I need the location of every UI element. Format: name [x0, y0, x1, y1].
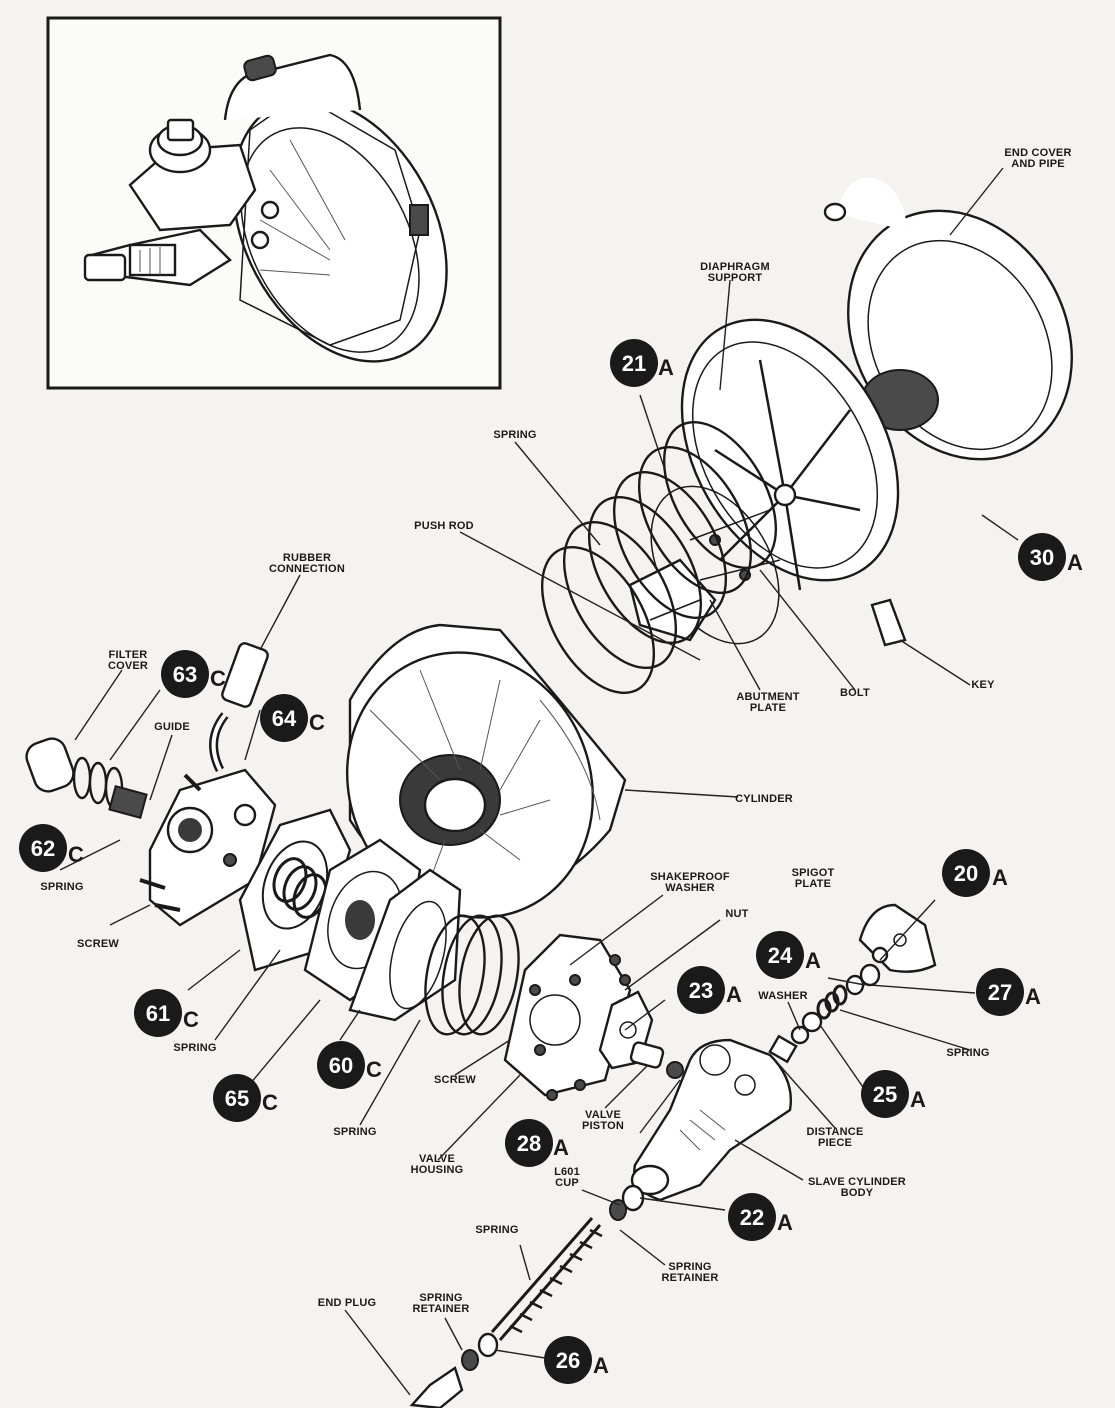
svg-text:27: 27: [988, 980, 1012, 1005]
slave-cylinder-body-part: [630, 1038, 792, 1202]
badge-61: 61 C: [134, 989, 199, 1037]
label-push-rod: PUSH ROD: [414, 520, 474, 532]
leader-lines: [59, 167, 1019, 1396]
badge-24: 24 A: [756, 931, 821, 979]
main-spring-part: [540, 420, 778, 695]
rubber-connection-part: [209, 642, 269, 773]
svg-text:A: A: [992, 865, 1008, 890]
svg-text:C: C: [68, 842, 84, 867]
svg-text:C: C: [210, 666, 226, 691]
label-spring-left: SPRING: [40, 881, 83, 893]
diaphragm-60-part: [348, 868, 462, 1022]
svg-text:A: A: [805, 948, 821, 973]
label-bolt: BOLT: [840, 687, 870, 699]
svg-text:C: C: [309, 710, 325, 735]
svg-text:63: 63: [173, 662, 197, 687]
svg-text:62: 62: [31, 836, 55, 861]
svg-text:30: 30: [1030, 545, 1054, 570]
svg-text:C: C: [262, 1090, 278, 1115]
badge-60: 60 C: [317, 1041, 382, 1089]
svg-text:A: A: [910, 1087, 926, 1112]
svg-text:28: 28: [517, 1131, 541, 1156]
valve-body-part: [139, 768, 277, 927]
badge-23: 23 A: [677, 966, 742, 1014]
label-screw-left: SCREW: [77, 938, 119, 950]
svg-text:23: 23: [689, 978, 713, 1003]
label-spring-top: SPRING: [493, 429, 536, 441]
badge-27: 27 A: [976, 968, 1041, 1016]
diaphragm-support-part: [680, 318, 907, 647]
badge-25: 25 A: [861, 1070, 926, 1118]
svg-text:A: A: [593, 1353, 609, 1378]
svg-text:25: 25: [873, 1082, 897, 1107]
inset-assembled-view: [46, 16, 502, 390]
svg-text:21: 21: [622, 351, 646, 376]
svg-text:A: A: [658, 355, 674, 380]
label-cylinder: CYLINDER: [735, 793, 793, 805]
svg-text:26: 26: [556, 1348, 580, 1373]
filter-cover-part: [25, 737, 148, 819]
badge-20: 20 A: [942, 849, 1008, 897]
svg-text:60: 60: [329, 1053, 353, 1078]
small-seals-part: [768, 963, 881, 1064]
badge-22: 22 A: [728, 1193, 793, 1241]
label-spring-61: SPRING: [173, 1042, 216, 1054]
svg-text:65: 65: [225, 1086, 249, 1111]
svg-text:C: C: [183, 1007, 199, 1032]
svg-text:A: A: [1025, 984, 1041, 1009]
mid-spring-part: [424, 914, 520, 1036]
valve-piston-part: [629, 1041, 684, 1079]
label-washer: WASHER: [758, 990, 807, 1002]
svg-text:22: 22: [740, 1205, 764, 1230]
cylinder-part: [345, 623, 627, 919]
label-end-plug: END PLUG: [318, 1297, 376, 1309]
svg-text:64: 64: [272, 706, 297, 731]
badge-65: 65 C: [213, 1074, 278, 1122]
badge-26: 26 A: [544, 1336, 609, 1384]
badge-28: 28 A: [505, 1119, 569, 1167]
svg-text:20: 20: [954, 861, 978, 886]
svg-text:24: 24: [768, 943, 793, 968]
label-spring-right: SPRING: [946, 1047, 989, 1059]
label-guide: GUIDE: [154, 721, 190, 733]
svg-text:A: A: [553, 1135, 569, 1160]
svg-text:A: A: [726, 982, 742, 1007]
label-key: KEY: [971, 679, 995, 691]
svg-text:C: C: [366, 1057, 382, 1082]
label-spring-bottom: SPRING: [475, 1224, 518, 1236]
badge-64: 64 C: [260, 694, 325, 742]
label-screw-mid: SCREW: [434, 1074, 476, 1086]
badge-21: 21 A: [610, 339, 674, 387]
svg-text:A: A: [777, 1210, 793, 1235]
spigot-plate-part: [858, 903, 937, 973]
bottom-rod-assembly-part: [409, 1184, 645, 1408]
svg-text:A: A: [1067, 550, 1083, 575]
badge-63: 63 C: [161, 650, 226, 698]
badge-30: 30 A: [1018, 533, 1083, 581]
label-nut: NUT: [725, 908, 748, 920]
badge-62: 62 C: [19, 824, 84, 872]
label-spring-mid: SPRING: [333, 1126, 376, 1138]
end-cover-and-pipe-part: [823, 177, 1073, 461]
svg-text:61: 61: [146, 1001, 170, 1026]
